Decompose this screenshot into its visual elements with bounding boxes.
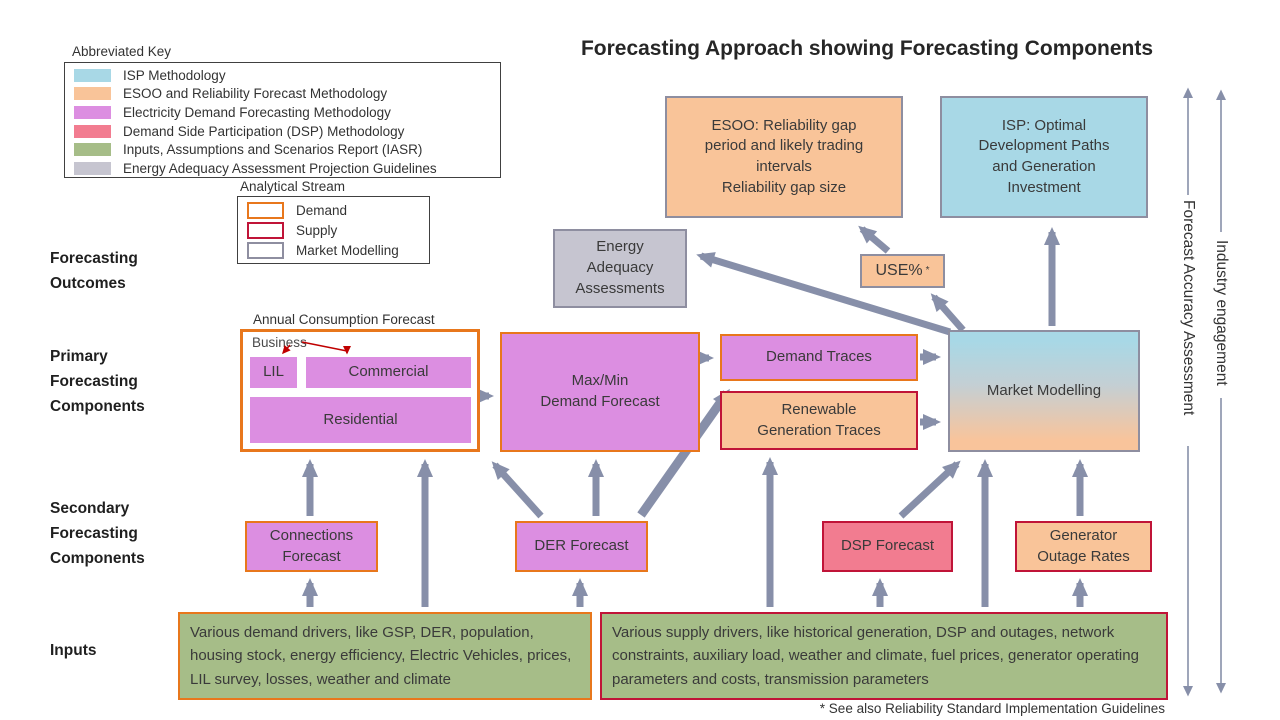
market-modelling-label: Market Modelling xyxy=(986,381,1102,399)
forecast-accuracy-assessment-label: Forecast Accuracy Assessment xyxy=(1180,200,1197,416)
analytical-stream-title: Analytical Stream xyxy=(240,179,346,194)
isp-outcome-box: ISP: Optimal Development Paths and Gener… xyxy=(940,96,1148,218)
commercial-box: Commercial xyxy=(306,357,471,388)
supply-stream-swatch xyxy=(247,221,284,239)
lil-box: LIL xyxy=(250,357,297,388)
isp-swatch xyxy=(74,68,111,82)
renewable-generation-traces-box: Renewable Generation Traces xyxy=(720,391,918,450)
supply-inputs-box: Various supply drivers, like historical … xyxy=(600,612,1168,700)
isp-line: ISP: Optimal xyxy=(1001,116,1087,134)
esoo-line: period and likely trading xyxy=(704,137,864,155)
isp-line: and Generation xyxy=(992,158,1096,175)
esoo-swatch xyxy=(74,87,111,101)
legend-label: ESOO and Reliability Forecast Methodolog… xyxy=(123,86,388,102)
legend-label: Demand xyxy=(296,202,348,218)
demand-inputs-text: Various demand drivers, like GSP, DER, p… xyxy=(190,624,572,688)
analytical-stream-legend: Demand Supply Market Modelling xyxy=(237,196,430,264)
legend-item: Energy Adequacy Assessment Projection Gu… xyxy=(65,159,500,178)
esoo-line: ESOO: Reliability gap xyxy=(711,116,857,134)
legend-label: Market Modelling xyxy=(296,242,399,258)
use-label: USE% xyxy=(875,261,923,279)
demand-traces-box: Demand Traces xyxy=(720,334,918,381)
row-label-primary-components: Primary Forecasting Components xyxy=(50,348,145,415)
maxmin-line: Demand Forecast xyxy=(540,393,660,410)
isp-line: Investment xyxy=(1007,178,1081,196)
business-label: Business xyxy=(252,335,307,350)
legend-label: Supply xyxy=(296,222,338,238)
generator-outage-rates-box: Generator Outage Rates xyxy=(1015,521,1152,572)
dsp-swatch xyxy=(74,124,111,138)
row-label-forecasting-outcomes: Forecasting Outcomes xyxy=(50,250,138,292)
connections-forecast-box: Connections Forecast xyxy=(245,521,378,572)
legend-label: ISP Methodology xyxy=(123,67,226,83)
legend-label: Inputs, Assumptions and Scenarios Report… xyxy=(123,142,423,158)
demand-inputs-box: Various demand drivers, like GSP, DER, p… xyxy=(178,612,592,700)
legend-label: Energy Adequacy Assessment Projection Gu… xyxy=(123,160,437,176)
row-label-secondary-components: Secondary Forecasting Components xyxy=(50,500,145,567)
use-percent-box: USE% * xyxy=(860,254,945,288)
residential-box: Residential xyxy=(250,397,471,443)
lil-label: LIL xyxy=(263,363,284,381)
legend-item: Market Modelling xyxy=(238,240,429,260)
esoo-line: intervals xyxy=(756,158,812,175)
annual-consumption-forecast-container: Business LIL Commercial Residential xyxy=(240,329,480,452)
commercial-label: Commercial xyxy=(348,363,429,381)
dsp-forecast-box: DSP Forecast xyxy=(822,521,953,572)
renewable-line: Renewable xyxy=(781,400,857,418)
legend-item: Electricity Demand Forecasting Methodolo… xyxy=(65,103,500,122)
page-title: Forecasting Approach showing Forecasting… xyxy=(580,37,1154,60)
legend-item: ESOO and Reliability Forecast Methodolog… xyxy=(65,85,500,104)
iasr-swatch xyxy=(74,143,111,157)
legend-item: Demand xyxy=(238,200,429,220)
generator-outage-line: Generator xyxy=(1049,526,1118,544)
generator-outage-line: Outage Rates xyxy=(1037,547,1130,565)
maxmin-line: Max/Min xyxy=(571,372,629,390)
abbreviated-key-legend: ISP Methodology ESOO and Reliability For… xyxy=(64,62,501,178)
supply-inputs-text: Various supply drivers, like historical … xyxy=(612,624,1139,688)
energy-adequacy-assessments-box: Energy Adequacy Assessments xyxy=(553,229,687,308)
residential-label: Residential xyxy=(323,410,398,428)
legend-item: Supply xyxy=(238,220,429,240)
demand-traces-label: Demand Traces xyxy=(766,348,872,366)
renewable-line: Generation Traces xyxy=(757,421,881,439)
edf-swatch xyxy=(74,105,111,119)
legend-label: Demand Side Participation (DSP) Methodol… xyxy=(123,123,405,139)
row-label-inputs: Inputs xyxy=(50,642,97,659)
legend-item: ISP Methodology xyxy=(65,66,500,85)
max-min-demand-forecast-box: Max/Min Demand Forecast xyxy=(500,332,700,452)
der-forecast-box: DER Forecast xyxy=(515,521,648,572)
abbreviated-key-title: Abbreviated Key xyxy=(72,44,172,59)
eaapg-swatch xyxy=(74,161,111,175)
market-stream-swatch xyxy=(247,241,284,259)
industry-engagement-label: Industry engagement xyxy=(1213,240,1230,386)
use-footnote-marker: * xyxy=(925,265,930,277)
isp-line: Development Paths xyxy=(978,137,1110,155)
legend-item: Demand Side Participation (DSP) Methodol… xyxy=(65,122,500,141)
dsp-forecast-label: DSP Forecast xyxy=(840,537,935,555)
eaa-line: Assessments xyxy=(575,279,665,297)
annual-consumption-forecast-title: Annual Consumption Forecast xyxy=(253,312,435,327)
legend-item: Inputs, Assumptions and Scenarios Report… xyxy=(65,140,500,159)
connections-line: Connections xyxy=(269,526,354,544)
footnote: * See also Reliability Standard Implemen… xyxy=(819,701,1165,716)
eaa-line: Energy xyxy=(596,238,644,256)
legend-label: Electricity Demand Forecasting Methodolo… xyxy=(123,104,391,120)
eaa-line: Adequacy xyxy=(586,259,654,277)
der-forecast-label: DER Forecast xyxy=(534,537,629,555)
esoo-outcome-box: ESOO: Reliability gap period and likely … xyxy=(665,96,903,218)
esoo-line: Reliability gap size xyxy=(721,178,847,196)
demand-stream-swatch xyxy=(247,201,284,219)
market-modelling-box: Market Modelling xyxy=(948,330,1140,452)
connections-line: Forecast xyxy=(282,547,341,565)
